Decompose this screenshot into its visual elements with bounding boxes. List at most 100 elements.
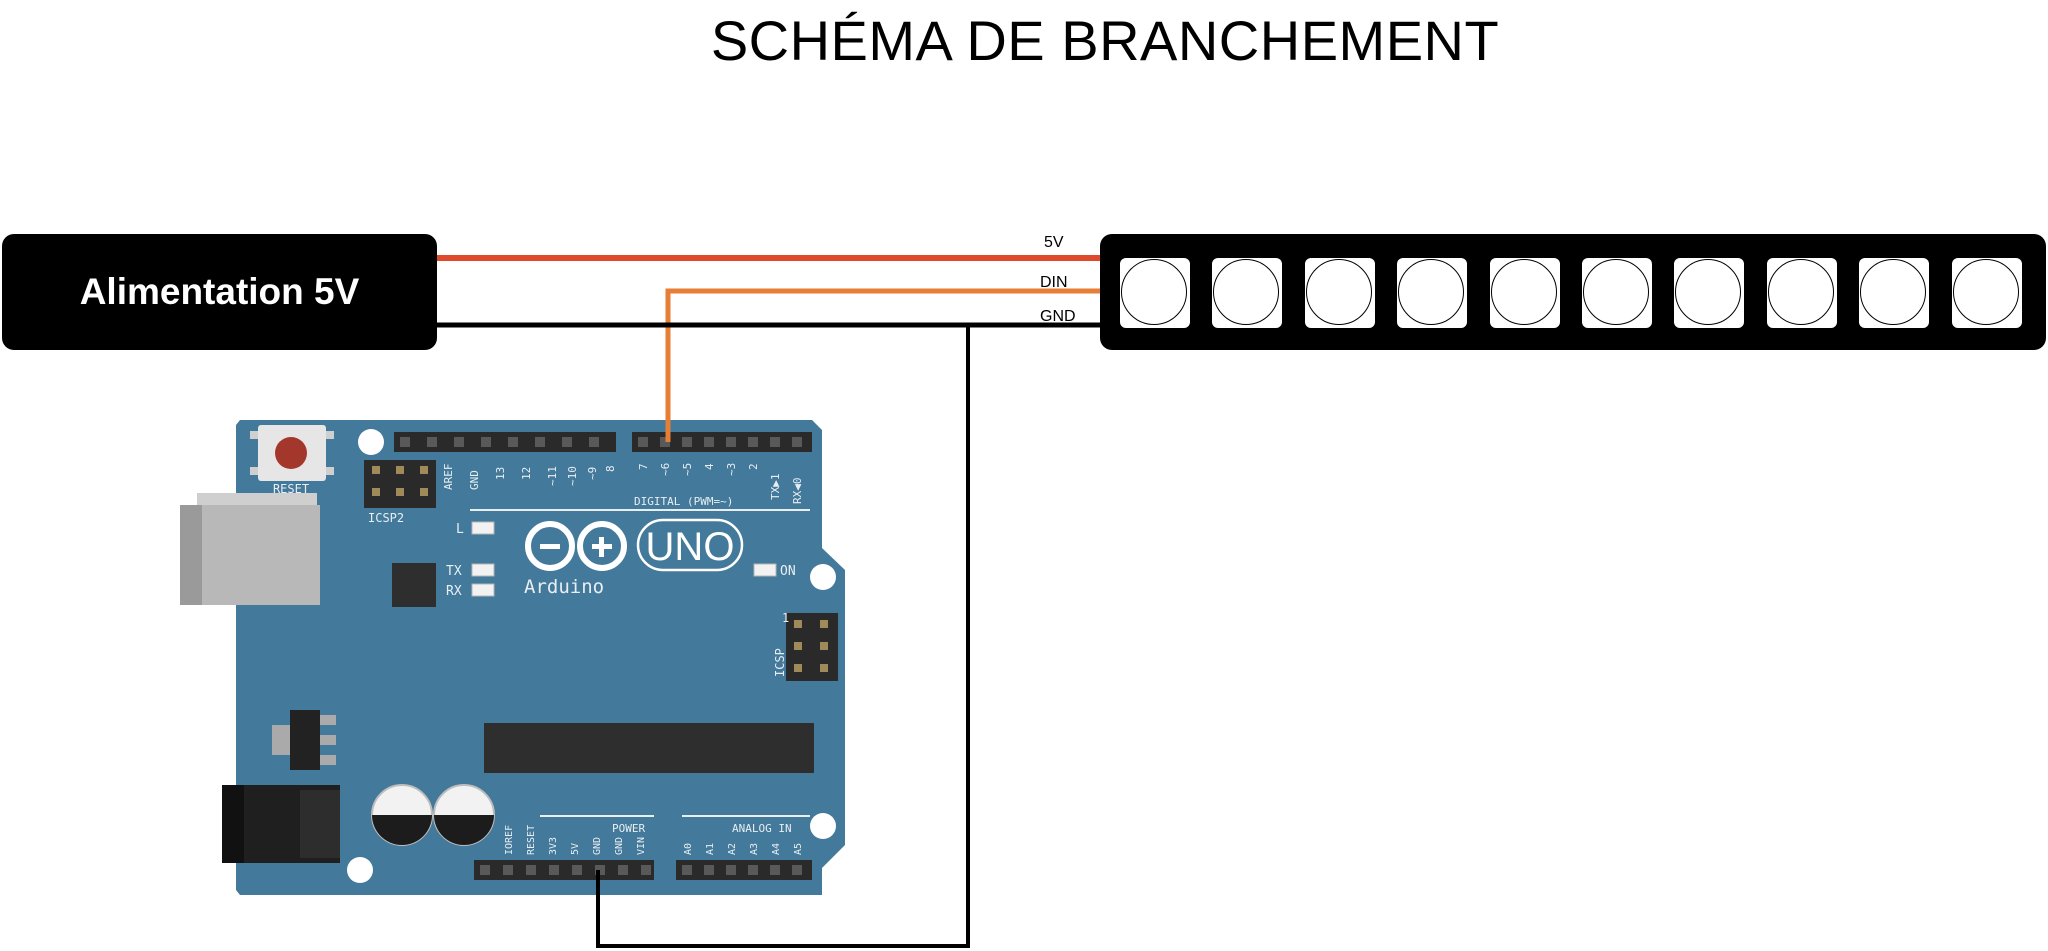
pin-label: GND [468, 470, 481, 490]
pin-label: ~6 [659, 463, 672, 476]
icsp-header [786, 613, 838, 681]
digital-label: DIGITAL (PWM=~) [634, 495, 733, 508]
pin-label: A0 [683, 843, 694, 855]
mounting-hole [358, 429, 384, 455]
mounting-hole [347, 857, 373, 883]
arduino-infinity-logo [525, 521, 627, 571]
led-rx-label: RX [446, 584, 462, 599]
pin-label: 8 [604, 465, 617, 472]
pin-label: ~5 [681, 463, 694, 476]
pin-label: 12 [520, 467, 533, 480]
icsp2-label: ICSP2 [368, 511, 404, 525]
led-l-indicator [471, 521, 495, 535]
power-jack [222, 785, 340, 863]
uno-badge [636, 518, 744, 572]
wire-label-5v: 5V [1044, 234, 1064, 251]
led-pixel-ring [1490, 259, 1557, 325]
pin-label: A2 [727, 843, 738, 855]
pin-label: ~9 [586, 467, 599, 480]
pin-label: TX▶1 [769, 474, 782, 501]
led-pixel-ring [1213, 259, 1280, 325]
pin-label: A3 [749, 843, 760, 855]
page-title: SCHÉMA DE BRANCHEMENT [710, 9, 1500, 72]
led-pixel [1397, 258, 1468, 328]
pin-label: 13 [494, 467, 507, 480]
led-pixel-ring [1305, 259, 1372, 325]
mounting-hole [810, 564, 836, 590]
wire-gnd-to-arduino [596, 325, 970, 948]
usb-connector [180, 505, 320, 605]
analog-pin-labels: A0 A1 A2 A3 A4 A5 [683, 843, 804, 855]
led-pixel [1582, 258, 1652, 328]
led-pixel [1212, 258, 1283, 328]
pin-label: A1 [705, 843, 716, 855]
digital-header-left [394, 432, 616, 452]
led-l-label: L [456, 522, 464, 537]
led-pixel [1120, 258, 1190, 328]
pin-label: 7 [637, 463, 650, 470]
power-label: POWER [612, 822, 645, 835]
icsp2-header [364, 460, 436, 508]
pin-label: AREF [442, 464, 455, 491]
pin-label: GND [614, 837, 625, 855]
mounting-hole [810, 813, 836, 839]
power-header [474, 860, 654, 880]
reset-button [250, 425, 334, 481]
digital-pin-labels-right: 7 ~6 ~5 4 ~3 2 TX▶1 RX◀0 [637, 463, 804, 504]
arduino-logo-text: Arduino [524, 576, 604, 598]
led-pixel [1951, 258, 2022, 328]
icsp-pin1-label: 1 [782, 611, 789, 625]
wire-din [665, 288, 1100, 442]
power-supply-box: Alimentation 5V [2, 234, 437, 350]
led-pixel [1674, 258, 1745, 328]
pin-label: VIN [636, 837, 647, 855]
main-chip [484, 723, 814, 773]
pin-label: A4 [771, 843, 782, 855]
digital-header-right [632, 432, 812, 452]
pin-label: 3V3 [548, 837, 559, 855]
digital-pin-labels-left: AREF GND 13 12 ~11 ~10 ~9 8 [442, 464, 617, 491]
reset-label: RESET [273, 482, 309, 496]
pin-label: A5 [793, 843, 804, 855]
uno-text: UNO [646, 525, 735, 569]
pin-label: 4 [703, 463, 716, 470]
voltage-regulator [272, 710, 336, 770]
pin-label: 5V [570, 843, 581, 855]
pin-label: ~10 [566, 466, 579, 486]
led-pixel [1766, 258, 1837, 328]
led-tx-label: TX [446, 564, 462, 579]
icsp-label: ICSP [773, 648, 787, 677]
led-rx-indicator [471, 583, 495, 597]
analog-label: ANALOG IN [732, 822, 792, 835]
pin-label: IOREF [504, 825, 515, 855]
led-strip [1100, 234, 2046, 350]
led-pixel [1859, 258, 1930, 328]
led-pixel-ring [1675, 259, 1742, 325]
led-pixel [1304, 258, 1375, 328]
pin-label: RX◀0 [791, 478, 804, 505]
pin-label: ~3 [725, 463, 738, 476]
led-on-label: ON [780, 564, 796, 579]
board-outline [236, 420, 845, 895]
pin-label: RESET [526, 825, 537, 855]
power-supply-label: Alimentation 5V [79, 271, 360, 312]
led-pixel-ring [1860, 259, 1927, 325]
led-pixel-ring [1583, 259, 1649, 325]
led-on-indicator [753, 563, 777, 577]
wire-label-din: DIN [1040, 274, 1068, 291]
analog-header [676, 860, 812, 880]
wires [437, 255, 1100, 948]
led-tx-indicator [471, 563, 495, 577]
pin-label: ~11 [546, 466, 559, 486]
arduino-uno-board: RESET ICSP2 ICSP 1 L TX RX ON [180, 420, 845, 895]
pin-label: GND [592, 837, 603, 855]
led-pixel [1489, 258, 1560, 328]
led-pixel-ring [1767, 259, 1834, 325]
capacitors [371, 784, 495, 846]
power-pin-labels: IOREF RESET 3V3 5V GND GND VIN [504, 825, 647, 855]
usb-chip [392, 563, 436, 607]
led-pixel-ring [1952, 259, 2019, 325]
pin-label: 2 [747, 463, 760, 470]
led-pixel-ring [1398, 259, 1465, 325]
